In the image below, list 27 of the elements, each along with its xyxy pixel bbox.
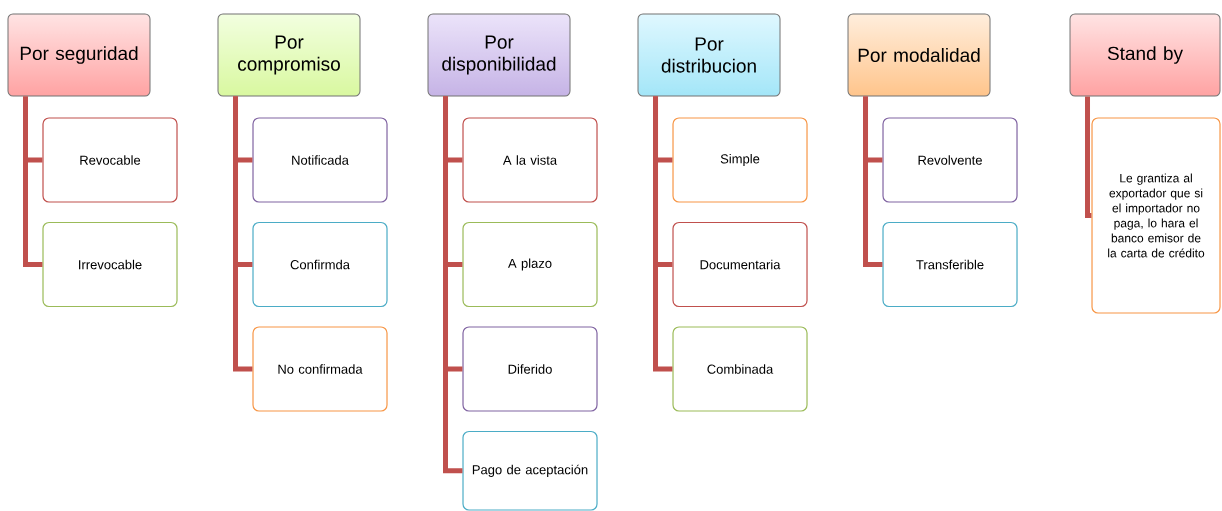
item-box: Transferible — [882, 221, 1018, 308]
item-box: Documentaria — [672, 221, 808, 308]
category-box: Por distribucion — [637, 13, 781, 97]
category-box: Stand by — [1069, 13, 1221, 97]
connector-line — [863, 96, 883, 267]
connector-line — [443, 96, 463, 474]
category-box: Por disponibilidad — [427, 13, 571, 97]
item-box: Simple — [672, 117, 808, 203]
item-box: Combinada — [672, 326, 808, 412]
connector-line — [653, 96, 673, 372]
connector-line — [23, 96, 43, 267]
item-box: Revolvente — [882, 117, 1018, 203]
connector-line — [233, 96, 253, 372]
item-box: Irrevocable — [42, 221, 178, 308]
category-box: Por seguridad — [7, 13, 151, 97]
category-box: Por compromiso — [217, 13, 361, 97]
item-box: Revocable — [42, 117, 178, 203]
item-box: Confirmda — [252, 221, 388, 308]
item-box: A la vista — [462, 117, 598, 203]
connector-line — [1085, 96, 1092, 218]
item-box: A plazo — [462, 221, 598, 308]
item-box: No confirmada — [252, 326, 388, 412]
item-box: Notificada — [252, 117, 388, 203]
item-box: Le grantiza al exportador que si el importador no paga, lo hara el banco emisor de la carta de crédito — [1091, 117, 1221, 314]
item-box: Pago de aceptación — [462, 430, 598, 511]
item-box: Diferido — [462, 326, 598, 412]
category-box: Por modalidad — [847, 13, 991, 97]
